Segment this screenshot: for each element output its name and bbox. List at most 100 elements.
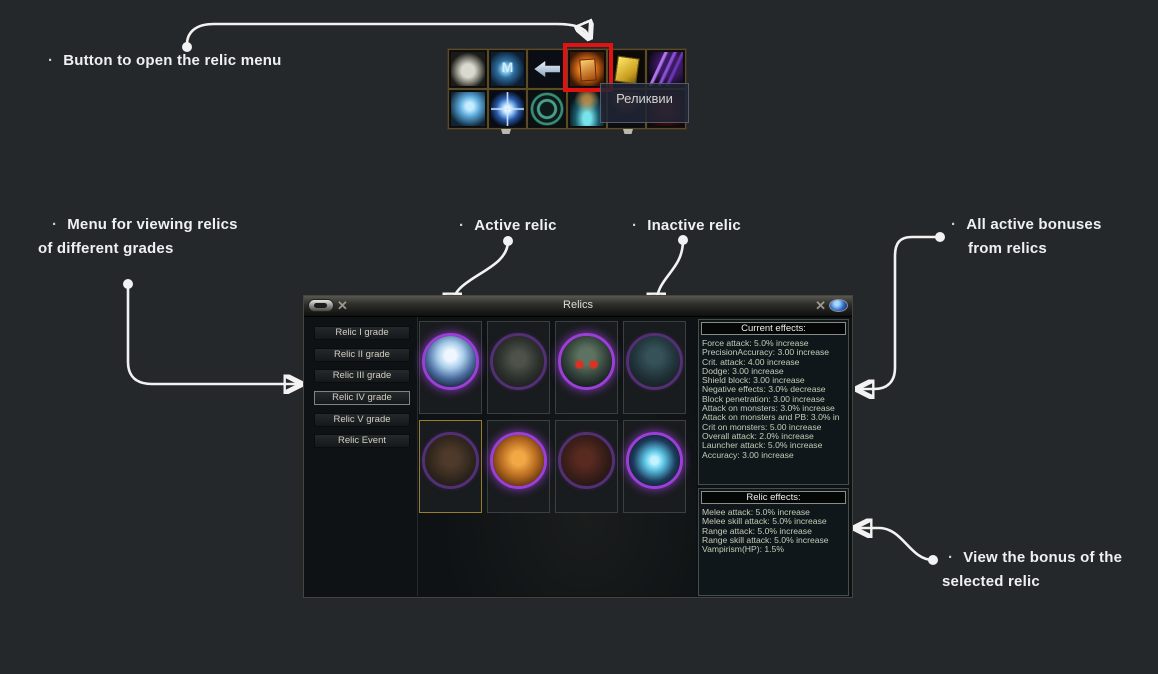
- relic-effects-panel: Relic effects: Melee attack: 5.0% increa…: [698, 488, 849, 596]
- sea-witch-relic-icon: [629, 336, 680, 387]
- effect-line: Vampirism(HP): 1.5%: [702, 545, 784, 555]
- toolbar-slot[interactable]: [646, 49, 686, 89]
- window-title: Relics: [563, 299, 593, 311]
- note-menu-grades-line1: ·Menu for viewing relics: [52, 216, 238, 233]
- effect-line: Overall attack: 2.0% increase: [702, 431, 814, 441]
- note-active-bonuses-line1: ·All active bonuses: [951, 216, 1102, 233]
- effect-line: Melee attack: 5.0% increase: [702, 508, 810, 517]
- note-active-bonuses-line2: from relics: [968, 240, 1047, 257]
- bullet: ·: [951, 216, 957, 233]
- grade-button-3[interactable]: Relic III grade: [314, 369, 410, 383]
- grade-button-4-selected[interactable]: Relic IV grade: [314, 391, 410, 405]
- titlebar-flourish-left: ✕: [337, 298, 348, 313]
- arrow-open-button: [185, 24, 588, 49]
- window-help-button[interactable]: [829, 299, 848, 312]
- shards-icon: [649, 52, 683, 86]
- effect-line: Accuracy: 3.00 increase: [702, 450, 794, 460]
- insectoid-relic-icon: [425, 435, 476, 486]
- relic-ring-active: [422, 333, 479, 390]
- relic-slot-iron-gunner[interactable]: [487, 420, 550, 513]
- effect-line: Dodge: 3.00 increase: [702, 366, 784, 376]
- relic-effects-title: Relic effects:: [701, 491, 846, 504]
- current-effects-title: Current effects:: [701, 322, 846, 335]
- arrow-active-bonuses: [861, 235, 942, 389]
- bullet: ·: [459, 217, 465, 234]
- grade-button-6[interactable]: Relic Event: [314, 434, 410, 448]
- toolbar-notch: [623, 129, 633, 134]
- iron-gunner-relic-icon: [493, 435, 544, 486]
- bullet: ·: [52, 216, 58, 233]
- back-arrow-icon: [530, 52, 564, 86]
- emblem-icon: [530, 92, 564, 126]
- relic-slot-insectoid-selected[interactable]: [419, 420, 482, 513]
- toolbar-slot[interactable]: [487, 49, 528, 89]
- effect-line: Attack on monsters: 3.0% increase: [702, 404, 835, 414]
- pa-card-icon: [609, 52, 644, 86]
- relic-slot-hooded-stalker[interactable]: [555, 321, 618, 414]
- arrow-menu-grades: [126, 282, 297, 384]
- note-menu-grades-line2: of different grades: [38, 240, 174, 257]
- scroll-icon: [451, 52, 485, 86]
- relic-ring-active: [490, 432, 547, 489]
- relic-ring-inactive: [558, 432, 615, 489]
- relic-effects-list: Melee attack: 5.0% increase Melee skill …: [699, 506, 848, 556]
- current-effects-list: Force attack: 5.0% increase PrecisionAcc…: [699, 337, 848, 462]
- note-selected-bonus-line1: ·View the bonus of the: [948, 549, 1123, 566]
- effect-line: Negative effects: 3.0% decrease: [702, 385, 826, 395]
- window-minimize-button[interactable]: [308, 299, 334, 312]
- effect-line: Block penetration: 3.00 increase: [702, 394, 825, 404]
- relic-ring-active: [558, 333, 615, 390]
- effect-line: Crit. attack: 4.00 increase: [702, 357, 800, 367]
- effect-line: Range skill attack: 5.0% increase: [702, 535, 829, 545]
- effect-line: Range attack: 5.0% increase: [702, 526, 812, 536]
- relic-slot-red-dragon[interactable]: [555, 420, 618, 513]
- bullet: ·: [48, 52, 54, 69]
- fountain-icon: [570, 92, 604, 126]
- effect-line: Crit on monsters: 5.00 increase: [702, 422, 822, 432]
- effect-line: Attack on monsters and PB: 3.0% in: [702, 413, 840, 423]
- effect-line: Shield block: 3.00 increase: [702, 376, 805, 386]
- relic-ring-inactive: [626, 333, 683, 390]
- grade-button-5[interactable]: Relic V grade: [314, 413, 410, 427]
- bullet: ·: [948, 549, 954, 566]
- ogre-relic-icon: [493, 336, 544, 387]
- relic-slot-frost-spirit[interactable]: [419, 321, 482, 414]
- relic-icon: [570, 52, 604, 86]
- window-titlebar[interactable]: ✕ Relics ✕: [304, 296, 852, 317]
- note-inactive-relic: ·Inactive relic: [632, 217, 741, 234]
- note-open-button: ·Button to open the relic menu: [48, 52, 282, 69]
- red-dragon-relic-icon: [561, 435, 612, 486]
- toolbar-slot[interactable]: [487, 89, 528, 129]
- toolbar-slot[interactable]: [527, 89, 567, 129]
- arrow-selected-bonus: [859, 528, 935, 562]
- hooded-stalker-relic-icon: [561, 336, 612, 387]
- toolbar-slot[interactable]: [606, 49, 647, 89]
- frost-gate-relic-icon: [629, 435, 680, 486]
- relic-ring-inactive: [490, 333, 547, 390]
- toolbar-slot[interactable]: [448, 89, 488, 129]
- relic-ring-active: [626, 432, 683, 489]
- toolbar-slot[interactable]: [527, 49, 567, 89]
- relics-window: ✕ Relics ✕ Relic I grade Relic II grade …: [303, 295, 853, 598]
- brain-icon: [451, 92, 485, 126]
- bullet: ·: [632, 217, 638, 234]
- relic-ring-inactive: [422, 432, 479, 489]
- note-selected-bonus-line2: selected relic: [942, 573, 1040, 590]
- toolbar-slot[interactable]: [448, 49, 488, 89]
- effect-line: Melee skill attack: 5.0% increase: [702, 517, 827, 527]
- relic-slot-ogre[interactable]: [487, 321, 550, 414]
- current-effects-panel: Current effects: Force attack: 5.0% incr…: [698, 319, 849, 485]
- grade-button-1[interactable]: Relic I grade: [314, 326, 410, 340]
- relic-button-highlight: [563, 43, 613, 92]
- effect-line: PrecisionAccuracy: 3.00 increase: [702, 348, 830, 358]
- frost-spirit-relic-icon: [425, 336, 476, 387]
- relic-slot-sea-witch[interactable]: [623, 321, 686, 414]
- note-active-relic: ·Active relic: [459, 217, 557, 234]
- effect-line: Launcher attack: 5.0% increase: [702, 441, 823, 451]
- relic-slot-frost-gate[interactable]: [623, 420, 686, 513]
- toolbar-notch: [501, 129, 511, 134]
- relic-button-tooltip: Реликвии: [600, 83, 689, 123]
- messenger-icon: [490, 52, 525, 86]
- grade-button-2[interactable]: Relic II grade: [314, 348, 410, 362]
